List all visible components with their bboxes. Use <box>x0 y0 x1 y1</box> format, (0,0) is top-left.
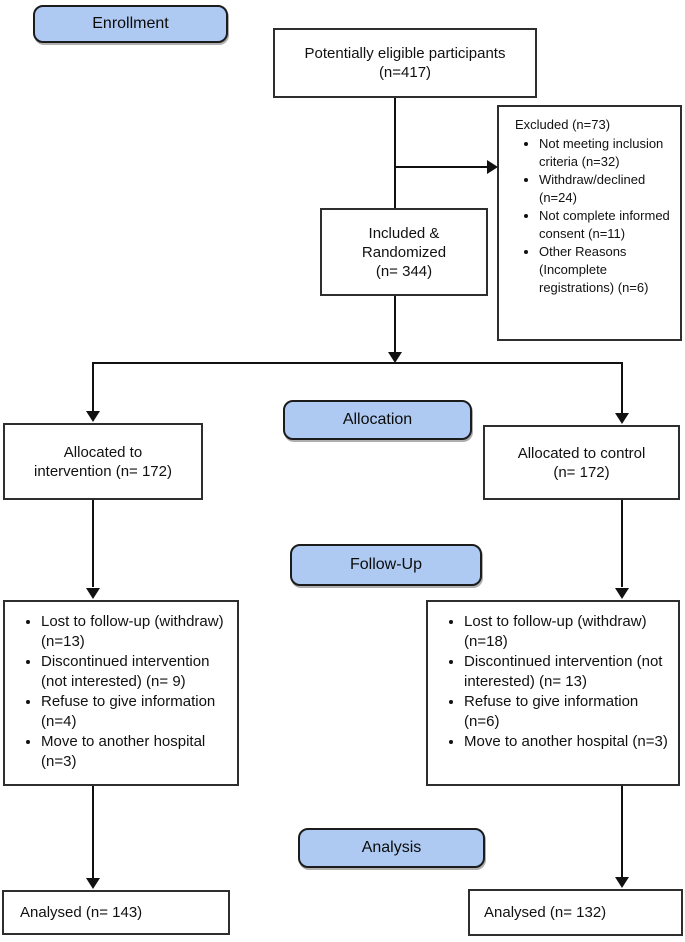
allocated-intervention-line1: Allocated to <box>63 443 143 461</box>
arrowhead-branch <box>388 352 402 363</box>
enrollment-stage-label: Enrollment <box>92 15 169 32</box>
randomized-box: Included & Randomized (n= 344) <box>320 208 488 296</box>
arrowhead-followup-control <box>615 588 629 599</box>
connector-branch-to-intervention <box>92 362 94 411</box>
excluded-reason-item: Not complete informed consent (n=11) <box>539 207 674 243</box>
analysis-stage-label: Analysis <box>361 839 422 856</box>
arrowhead-excluded <box>487 160 498 174</box>
randomized-line2: Randomized <box>361 243 447 261</box>
connector-control-to-followup <box>621 500 623 587</box>
followup-control-item: Lost to follow-up (withdraw) (n=18) <box>464 612 672 652</box>
eligible-participants-line1: Potentially eligible participants <box>304 45 506 62</box>
connector-randomized-to-branch <box>394 296 396 352</box>
allocated-intervention-box: Allocated to intervention (n= 172) <box>3 423 203 500</box>
arrowhead-alloc-intervention <box>86 411 100 422</box>
arrowhead-followup-intervention <box>86 588 100 599</box>
allocated-intervention-line2: intervention (n= 172) <box>33 462 172 480</box>
followup-intervention-box: Lost to follow-up (withdraw) (n=13) Disc… <box>3 600 239 786</box>
analysed-control-label: Analysed (n= 132) <box>484 904 607 921</box>
excluded-reason-item: Not meeting inclusion criteria (n=32) <box>539 135 674 171</box>
randomized-count: (n= 344) <box>375 262 433 280</box>
connector-followup-to-analysed-intervention <box>92 786 94 878</box>
followup-stage-label: Follow-Up <box>349 556 422 573</box>
followup-control-box: Lost to follow-up (withdraw) (n=18) Disc… <box>426 600 680 786</box>
analysed-control-box: Analysed (n= 132) <box>468 889 683 936</box>
excluded-reason-item: Withdraw/declined (n=24) <box>539 171 674 207</box>
arrowhead-analysed-intervention <box>86 878 100 889</box>
followup-intervention-item: Discontinued intervention (not intereste… <box>41 652 231 692</box>
branch-horizontal-line <box>92 362 623 364</box>
allocation-stage-badge: Allocation <box>283 400 472 440</box>
excluded-title: Excluded (n=73) <box>515 117 611 132</box>
followup-intervention-item: Lost to follow-up (withdraw) (n=13) <box>41 612 231 652</box>
followup-control-item: Move to another hospital (n=3) <box>464 732 672 752</box>
followup-stage-badge: Follow-Up <box>290 544 482 586</box>
allocated-control-count: (n= 172) <box>553 463 610 481</box>
analysed-intervention-box: Analysed (n= 143) <box>2 890 230 935</box>
eligible-participants-box: Potentially eligible participants (n=417… <box>273 28 537 98</box>
followup-intervention-item: Refuse to give information (n=4) <box>41 692 231 732</box>
followup-control-item: Refuse to give information (n=6) <box>464 692 672 732</box>
allocated-control-box: Allocated to control (n= 172) <box>483 425 680 500</box>
excluded-reason-item: Other Reasons (Incomplete registrations)… <box>539 243 674 297</box>
enrollment-stage-badge: Enrollment <box>33 5 228 43</box>
followup-intervention-item: Move to another hospital (n=3) <box>41 732 231 772</box>
followup-control-item: Discontinued intervention (not intereste… <box>464 652 672 692</box>
arrowhead-alloc-control <box>615 413 629 424</box>
arrowhead-analysed-control <box>615 877 629 888</box>
allocated-control-line1: Allocated to control <box>517 444 646 462</box>
analysis-stage-badge: Analysis <box>298 828 485 868</box>
connector-branch-to-control <box>621 362 623 413</box>
analysed-intervention-label: Analysed (n= 143) <box>20 904 143 921</box>
excluded-box: Excluded (n=73) Not meeting inclusion cr… <box>497 105 682 341</box>
connector-followup-to-analysed-control <box>621 786 623 877</box>
connector-to-excluded <box>395 166 487 168</box>
randomized-line1: Included & <box>368 224 440 242</box>
excluded-reasons-list: Not meeting inclusion criteria (n=32) Wi… <box>513 135 674 297</box>
followup-control-list: Lost to follow-up (withdraw) (n=18) Disc… <box>434 612 672 752</box>
allocation-stage-label: Allocation <box>342 411 413 428</box>
eligible-participants-count: (n=417) <box>378 64 432 81</box>
followup-intervention-list: Lost to follow-up (withdraw) (n=13) Disc… <box>11 612 231 772</box>
connector-eligible-to-randomized <box>394 98 396 208</box>
connector-intervention-to-followup <box>92 500 94 587</box>
